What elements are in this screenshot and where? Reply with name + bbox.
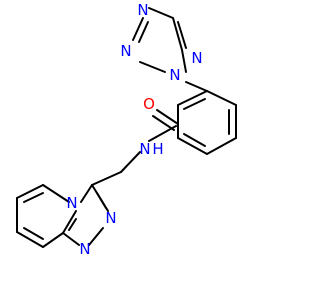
bond xyxy=(68,218,77,231)
bond xyxy=(183,98,206,110)
bond xyxy=(62,232,80,246)
atom-label-o: O xyxy=(143,95,155,113)
bond xyxy=(42,232,64,248)
bond xyxy=(139,61,166,73)
atom-label-n: N xyxy=(79,240,90,258)
bond xyxy=(183,133,206,147)
bond xyxy=(62,210,77,234)
bond xyxy=(206,137,237,155)
atom-label-n: N xyxy=(169,66,180,84)
atom-label-n: N xyxy=(66,194,77,212)
bond xyxy=(23,192,44,203)
bond xyxy=(185,81,208,92)
bond xyxy=(177,90,208,106)
atom-label-n: N xyxy=(191,49,202,67)
bond xyxy=(120,151,141,173)
atom-label-n: N xyxy=(120,42,131,60)
atom-label-h: H xyxy=(152,140,163,158)
bond xyxy=(91,171,122,186)
atom-label-n: N xyxy=(139,140,150,158)
bond xyxy=(138,21,149,43)
bond xyxy=(16,184,44,199)
bond xyxy=(42,184,70,203)
bond xyxy=(177,21,187,49)
bond xyxy=(152,115,175,131)
bond xyxy=(148,125,177,142)
bond xyxy=(156,109,179,125)
bond xyxy=(88,227,104,246)
bond xyxy=(206,90,237,106)
atom-label-n: N xyxy=(137,1,148,19)
bond xyxy=(96,192,107,209)
bond xyxy=(16,231,44,248)
bond xyxy=(177,137,208,155)
bond xyxy=(80,184,93,203)
bond xyxy=(172,17,183,51)
bond xyxy=(181,49,187,73)
bond xyxy=(23,227,44,240)
bond xyxy=(148,7,174,19)
structure-drawing: N N N N O N H N N N xyxy=(16,1,237,258)
atom-label-n: N xyxy=(105,209,116,227)
bond xyxy=(132,17,144,41)
molecule-canvas: N N N N O N H N N N xyxy=(16,1,237,258)
